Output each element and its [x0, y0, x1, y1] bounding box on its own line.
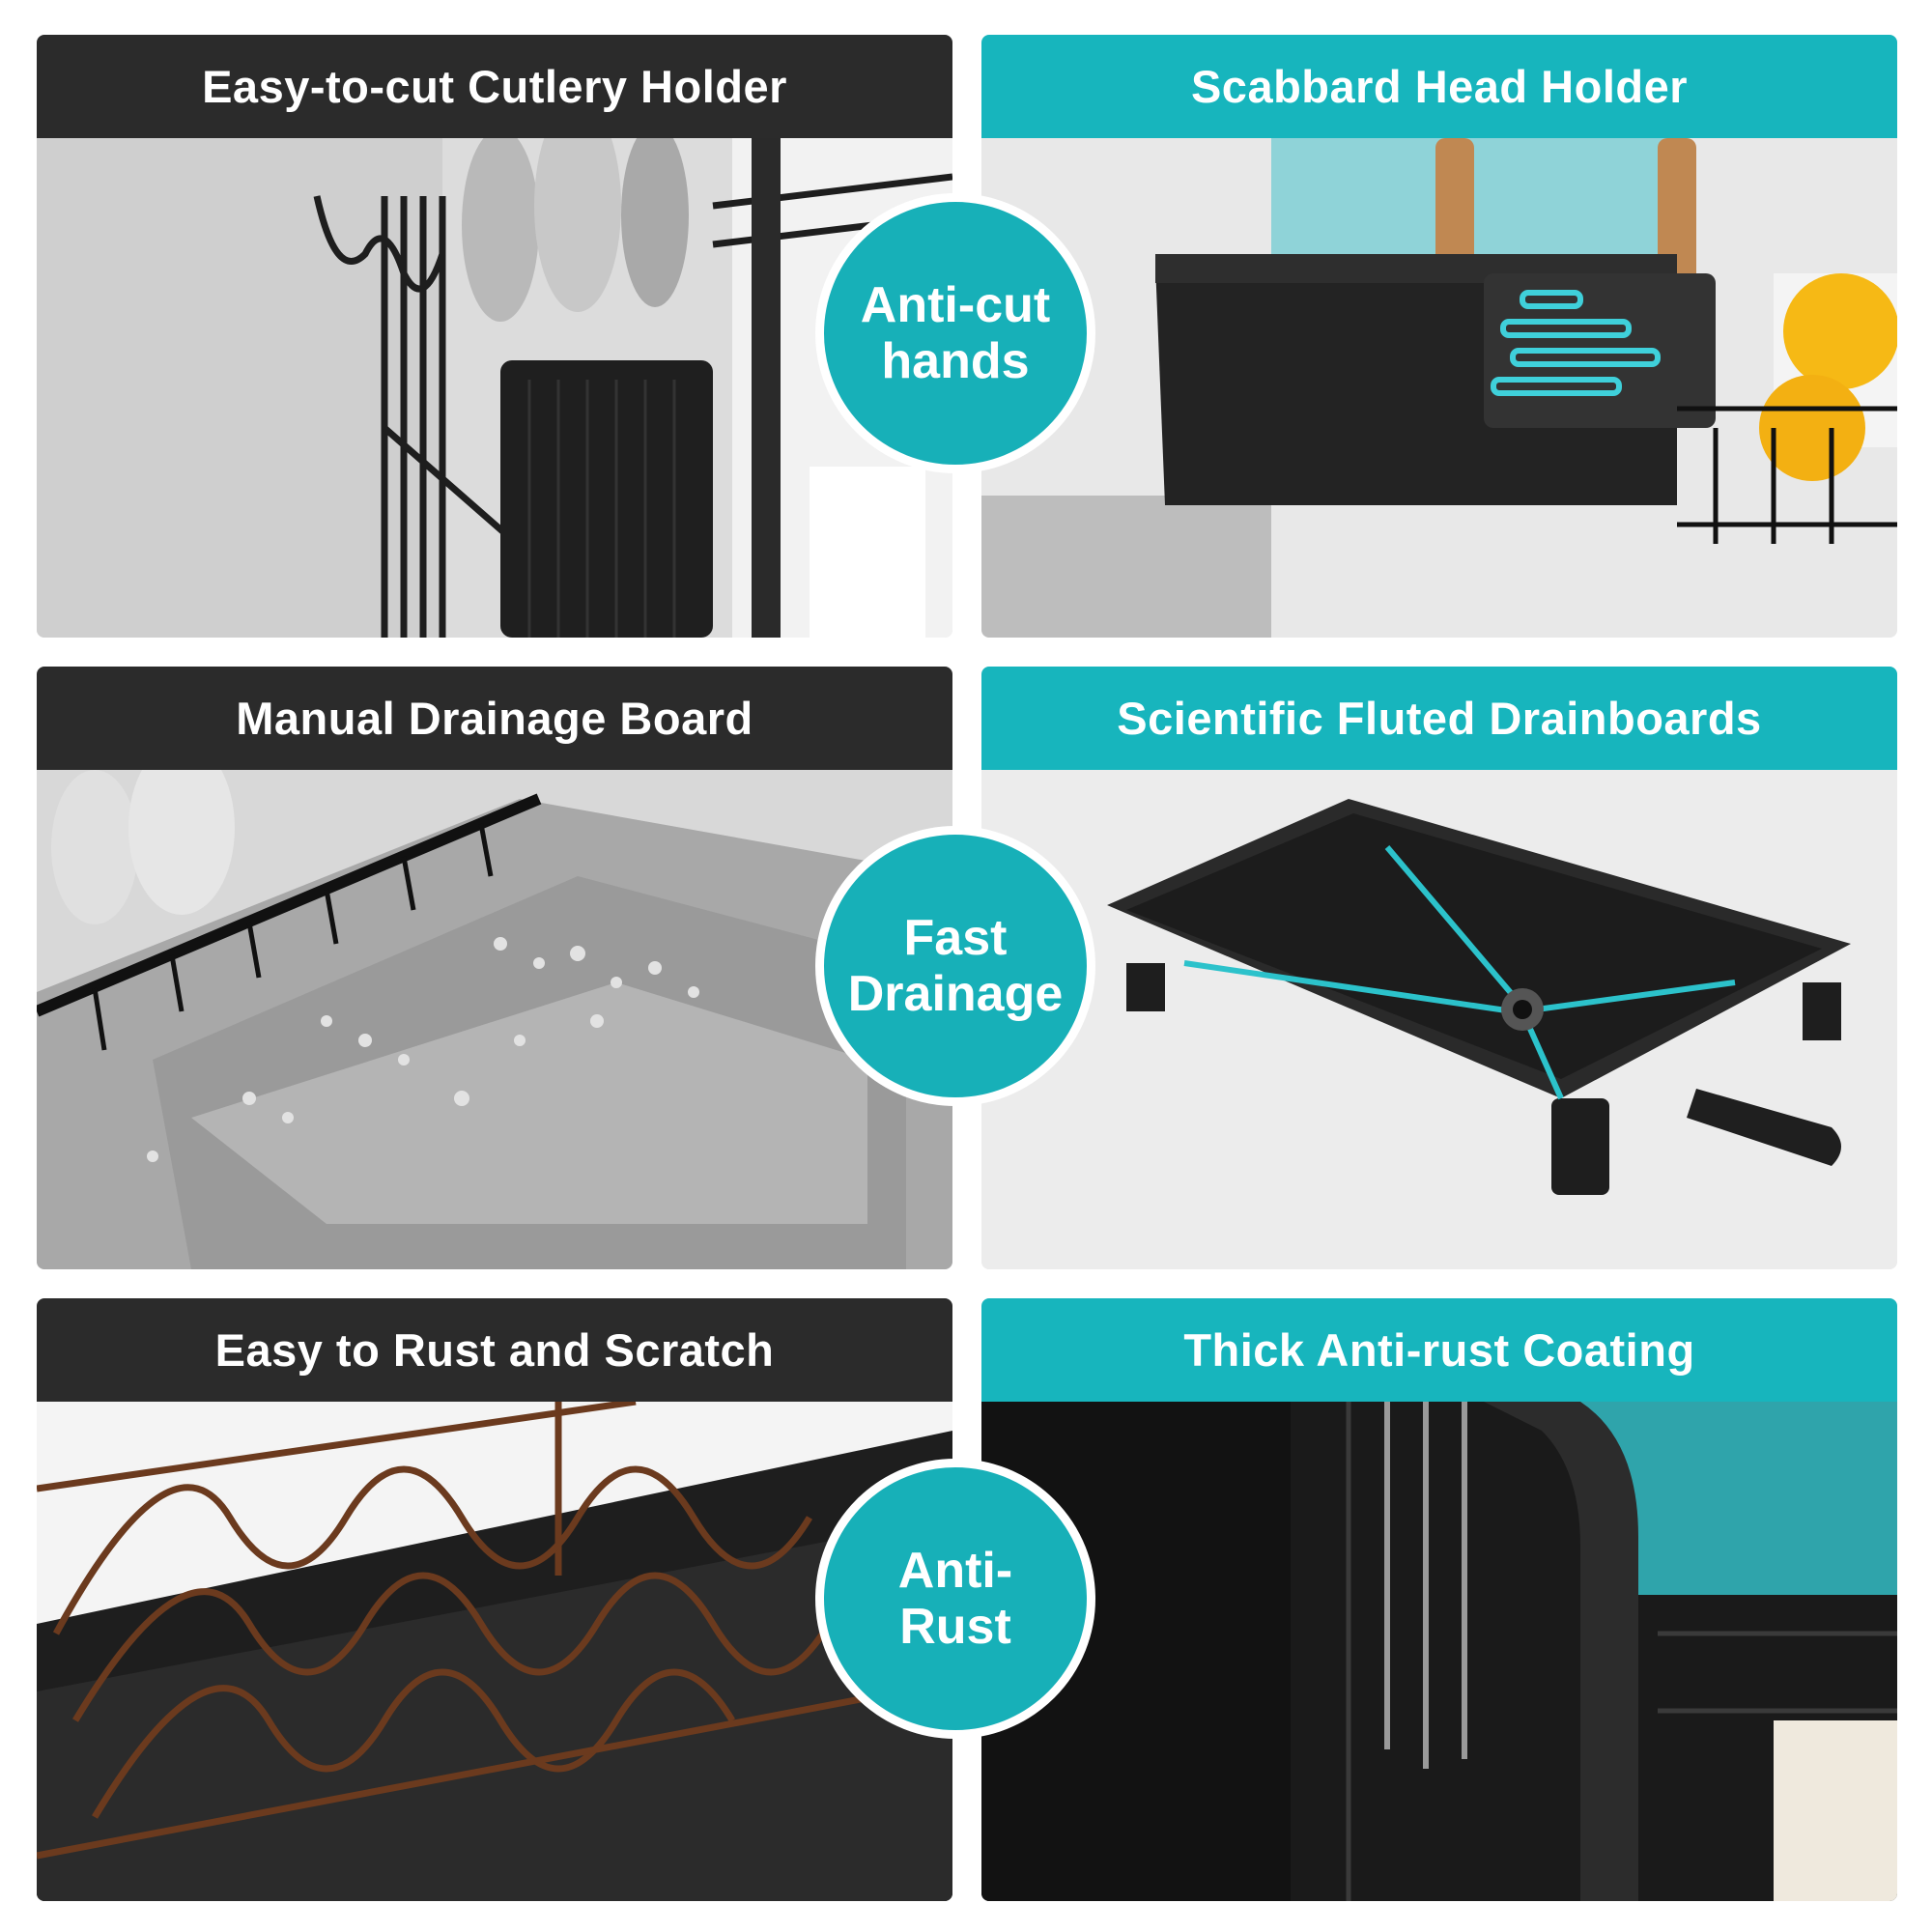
manual-drainage-photo: [37, 770, 952, 1269]
panel-rust-scratch: Easy to Rust and Scratch: [37, 1298, 952, 1901]
panel-fluted-drainboards: Scientific Fluted Drainboards: [981, 667, 1897, 1269]
panel-title-cutlery-holder: Easy-to-cut Cutlery Holder: [37, 35, 952, 138]
panel-manual-drainage: Manual Drainage Board: [37, 667, 952, 1269]
badge-anti-cut-text: Anti-cut hands: [860, 277, 1051, 389]
badge-anti-rust-text: Anti- Rust: [897, 1543, 1013, 1655]
scabbard-holder-photo: [981, 138, 1897, 638]
badge-fast-drainage: Fast Drainage: [815, 826, 1095, 1106]
panel-anti-rust-coating: Thick Anti-rust Coating: [981, 1298, 1897, 1901]
rust-rack-photo: [37, 1402, 952, 1901]
panel-title-anti-rust-coating: Thick Anti-rust Coating: [981, 1298, 1897, 1402]
panel-scabbard-head-holder: Scabbard Head Holder: [981, 35, 1897, 638]
cutlery-holder-photo: [37, 138, 952, 638]
panel-title-rust-scratch: Easy to Rust and Scratch: [37, 1298, 952, 1402]
badge-anti-cut: Anti-cut hands: [815, 193, 1095, 473]
anti-rust-rack-photo: [981, 1402, 1897, 1901]
badge-anti-rust: Anti- Rust: [815, 1459, 1095, 1739]
badge-fast-drainage-text: Fast Drainage: [847, 910, 1064, 1022]
fluted-drainboard-photo: [981, 770, 1897, 1269]
panel-title-fluted-drainboards: Scientific Fluted Drainboards: [981, 667, 1897, 770]
panel-title-manual-drainage: Manual Drainage Board: [37, 667, 952, 770]
panel-title-scabbard-head-holder: Scabbard Head Holder: [981, 35, 1897, 138]
